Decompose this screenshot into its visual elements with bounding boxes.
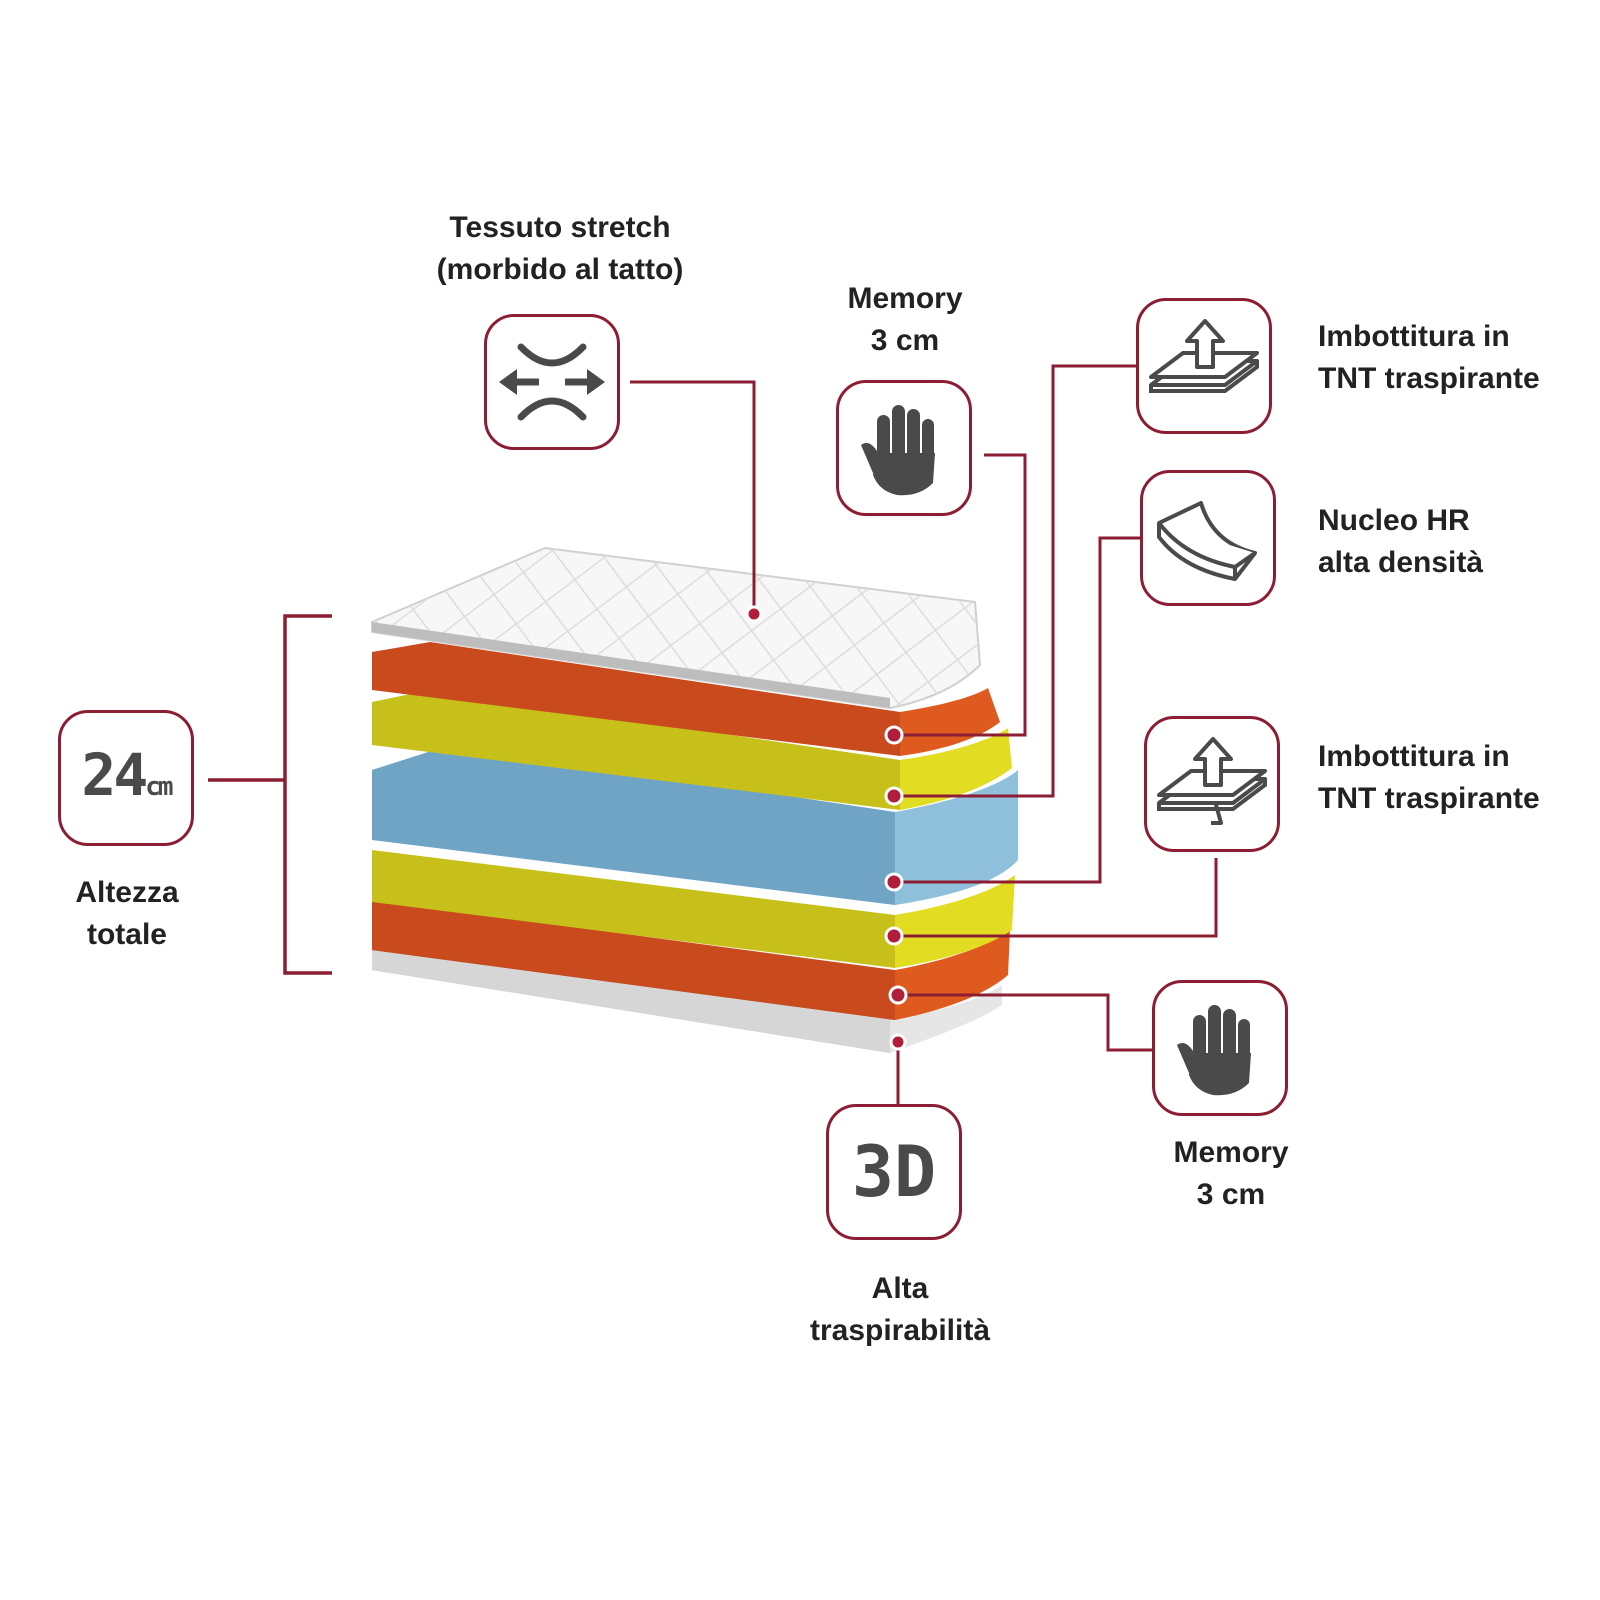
stretch-fabric-icon [484, 314, 620, 450]
3d-value: 3D [851, 1131, 937, 1213]
tnt-top-layer [372, 690, 1012, 810]
label-tnt-bottom: Imbottitura in TNT traspirante [1318, 740, 1540, 815]
memory-bottom-layer [372, 900, 1010, 1020]
tnt-bottom-layer [372, 850, 1015, 968]
height-bracket [208, 614, 332, 975]
hr-core-layer [372, 745, 1018, 905]
curved-foam-icon [1140, 470, 1276, 606]
memory-top-layer [372, 642, 1000, 756]
dot-core [884, 872, 904, 892]
dot-tnt-top [884, 786, 904, 806]
height-value: 24cm [81, 741, 173, 809]
label-altezza-totale: Altezza totale [75, 876, 179, 951]
hand-icon [836, 380, 972, 516]
layer-up-icon [1136, 298, 1272, 434]
dot-3d [889, 1033, 907, 1051]
connector-lines [630, 364, 1218, 1105]
dot-tnt-bottom [884, 926, 904, 946]
hand-icon [1152, 980, 1288, 1116]
label-alta-traspirabilita: Alta traspirabilità [809, 1272, 991, 1347]
dot-fabric [745, 605, 763, 623]
stretch-fabric-layer [371, 546, 982, 710]
label-tessuto-stretch: Tessuto stretch (morbido al tatto) [436, 211, 684, 286]
label-memory-top: Memory 3 cm [847, 282, 963, 357]
layer-up-down-icon [1144, 716, 1280, 852]
label-tnt-top: Imbottitura in TNT traspirante [1318, 320, 1540, 395]
label-nucleo-hr: Nucleo HR alta densità [1318, 504, 1484, 579]
height-24cm-icon: 24cm [58, 710, 194, 846]
label-memory-bottom: Memory 3 cm [1173, 1136, 1289, 1211]
dot-memory-top [884, 725, 904, 745]
dot-memory-bottom [888, 985, 908, 1005]
connector-dots [745, 605, 908, 1051]
3d-icon: 3D [826, 1104, 962, 1240]
